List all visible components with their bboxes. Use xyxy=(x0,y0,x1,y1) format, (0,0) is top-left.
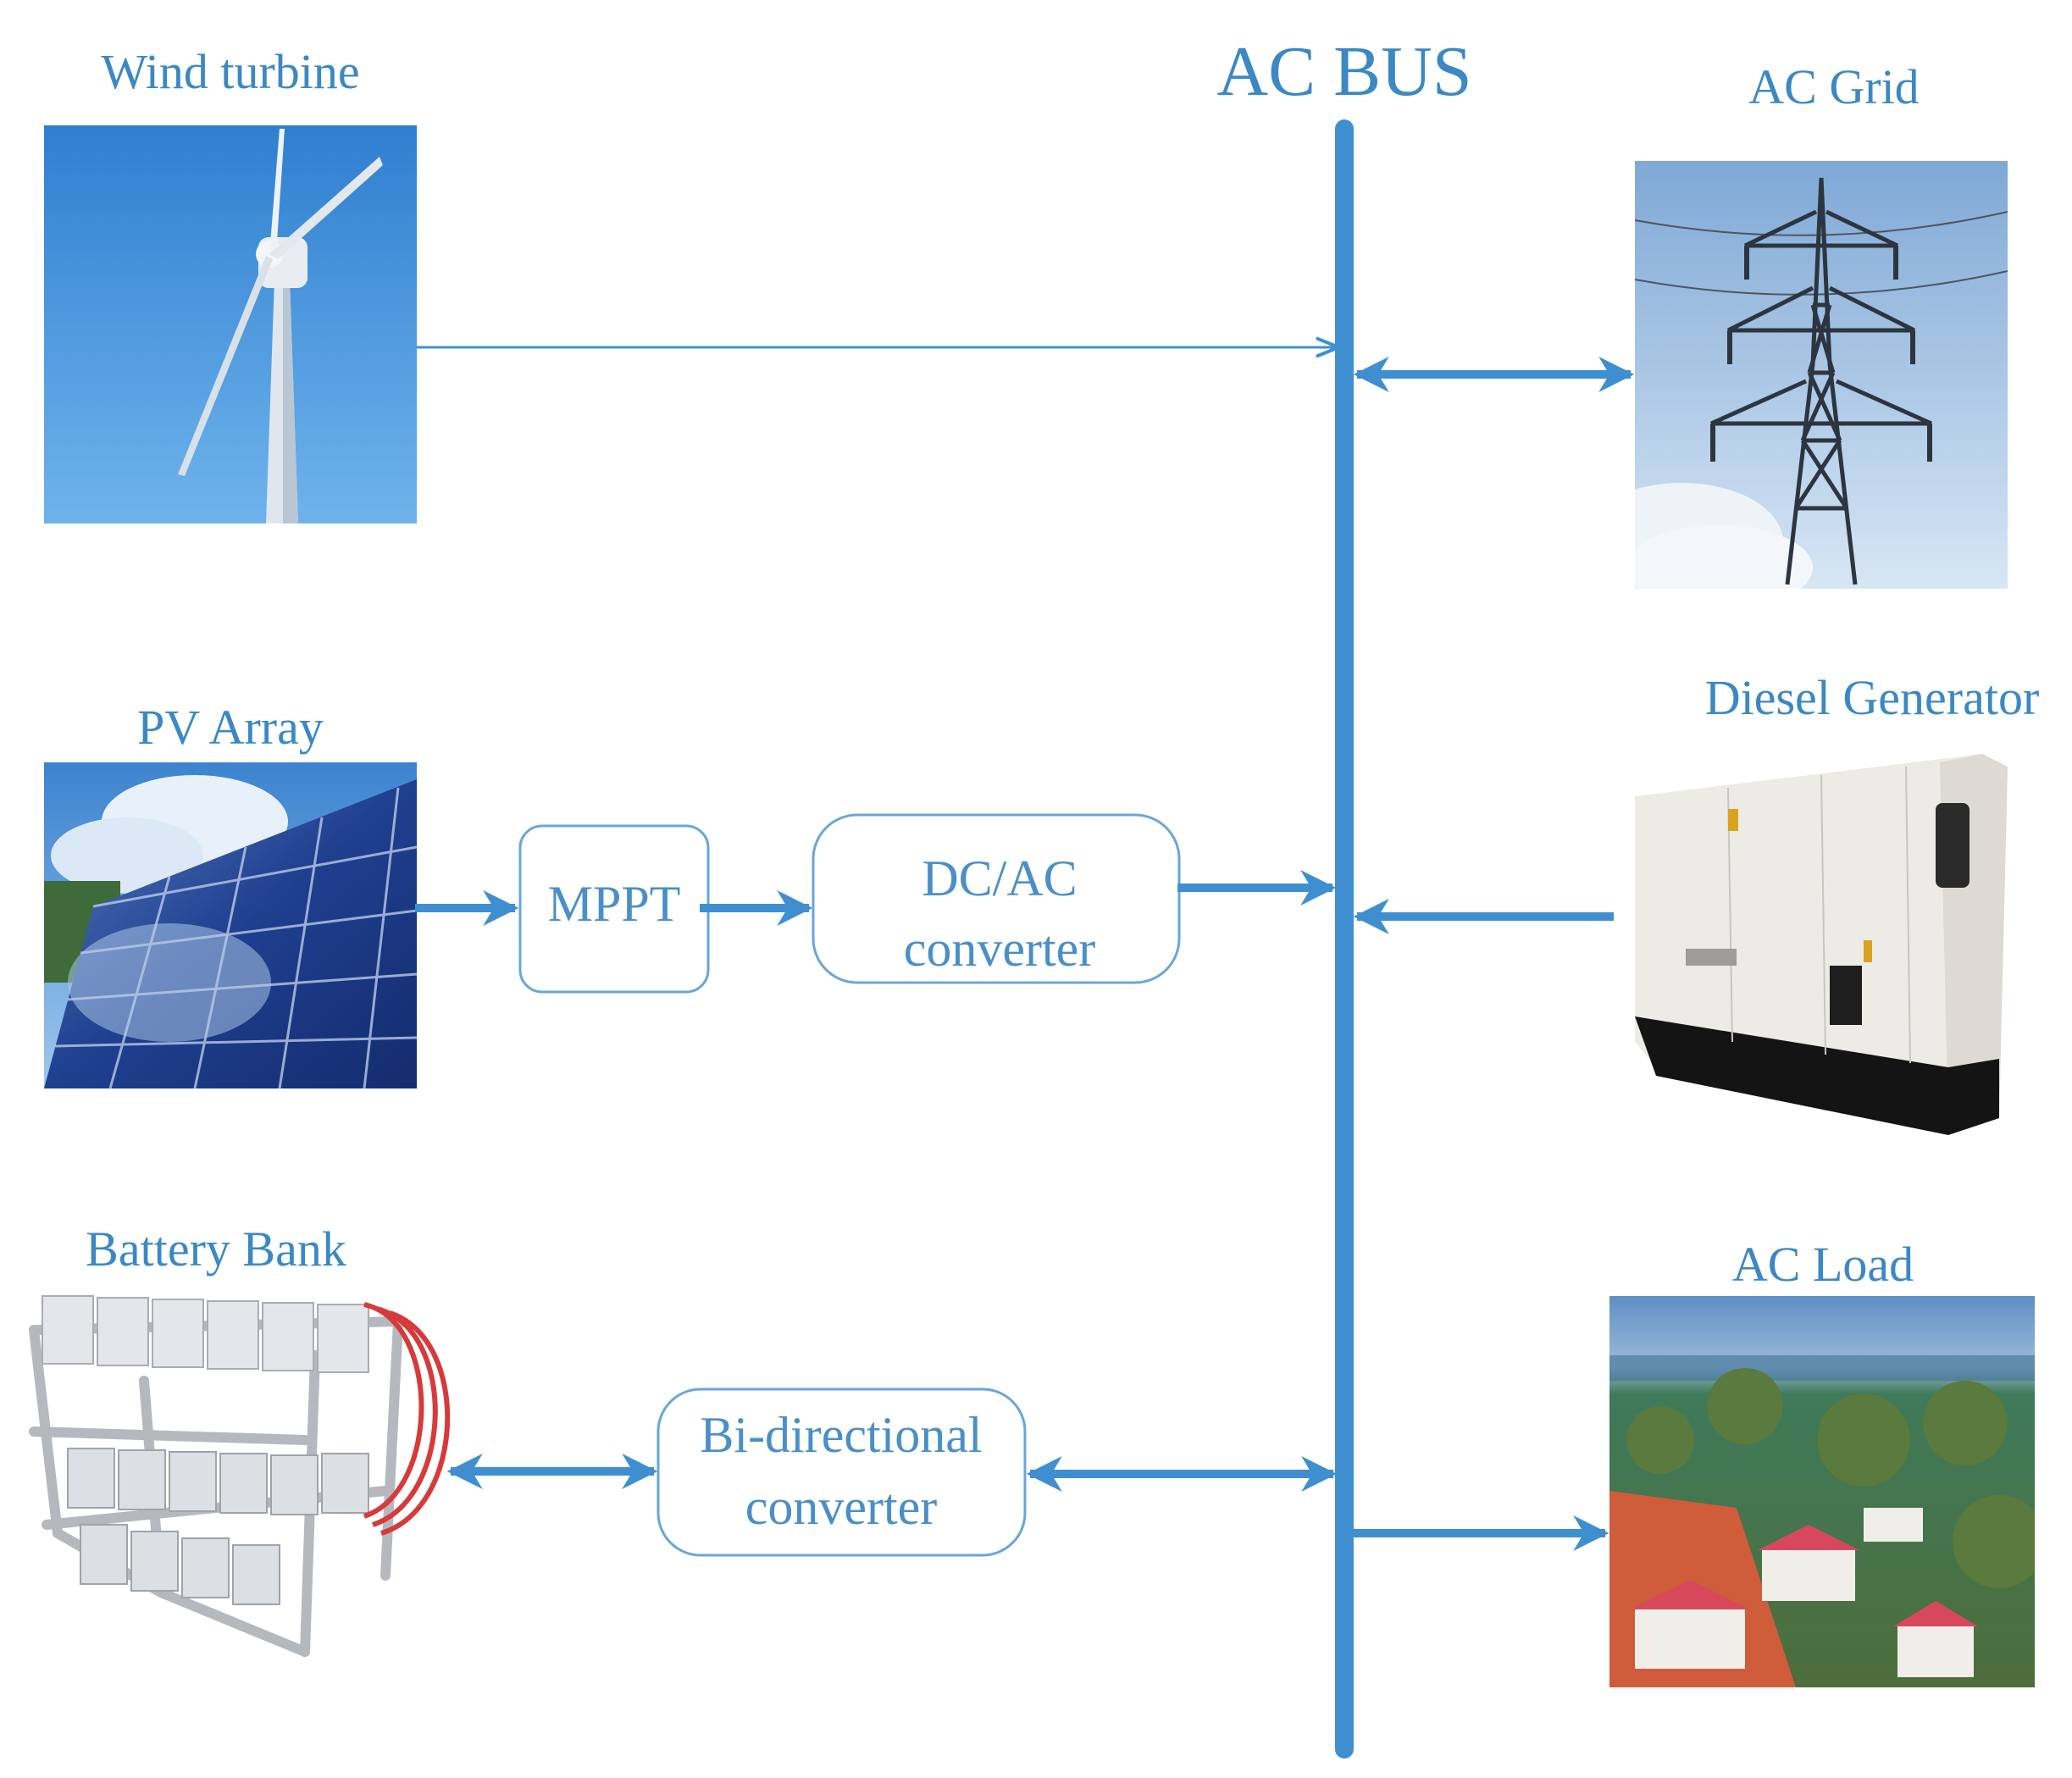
dcac-label-line2: converter xyxy=(904,921,1096,977)
pv-array-image xyxy=(44,762,417,1088)
pv-array-label: PV Array xyxy=(137,700,324,755)
dcac-label-line1: DC/AC xyxy=(922,850,1077,906)
battery-bank-label: Battery Bank xyxy=(86,1221,346,1277)
bidirectional-converter-block: Bi-directional converter xyxy=(657,1388,1027,1557)
ac-load-label: AC Load xyxy=(1732,1237,1914,1292)
diesel-generator-image xyxy=(1635,754,2008,1135)
diesel-generator-label: Diesel Generator xyxy=(1705,670,2040,725)
ac-grid-image xyxy=(1635,161,2008,589)
bidir-label-line1: Bi-directional xyxy=(700,1407,982,1463)
bidir-label-line2: converter xyxy=(745,1479,938,1535)
mppt-label: MPPT xyxy=(548,876,681,932)
wind-turbine-label: Wind turbine xyxy=(101,44,359,99)
dcac-converter-block: DC/AC converter xyxy=(812,813,1181,984)
ac-load-image xyxy=(1609,1296,2035,1687)
battery-bank-image xyxy=(29,1295,451,1657)
ac-bus-label: AC BUS xyxy=(1216,32,1471,111)
wind-turbine-image xyxy=(44,125,417,523)
mppt-block: MPPT xyxy=(518,824,710,994)
ac-grid-label: AC Grid xyxy=(1748,59,1919,114)
